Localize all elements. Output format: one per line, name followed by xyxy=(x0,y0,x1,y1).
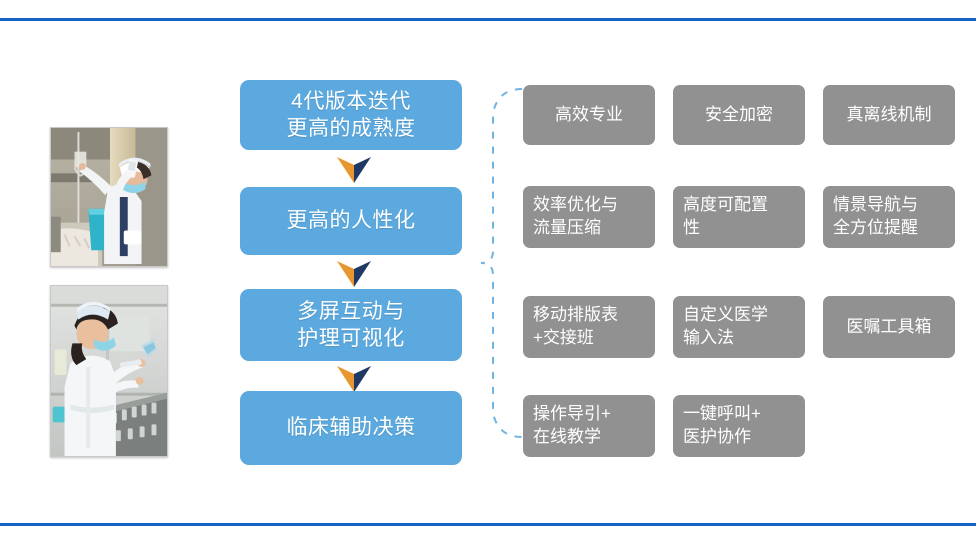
feature-r3c1-label: 移动排版表 +交接班 xyxy=(533,305,618,347)
feature-r1c1[interactable]: 高效专业 xyxy=(523,85,655,145)
dashed-brace-connector xyxy=(478,85,524,441)
photo-nurse-scanning-iv-bag xyxy=(50,127,168,267)
flow-step-3-label: 多屏互动与 护理可视化 xyxy=(297,299,405,350)
feature-r2c3-label: 情景导航与 全方位提醒 xyxy=(833,195,918,237)
feature-r4c2-label: 一键呼叫+ 医护协作 xyxy=(683,404,761,446)
feature-r4c2[interactable]: 一键呼叫+ 医护协作 xyxy=(673,395,805,457)
feature-r1c1-label: 高效专业 xyxy=(555,104,623,124)
feature-r4c1-label: 操作导引+ 在线教学 xyxy=(533,404,611,446)
flow-step-3[interactable]: 多屏互动与 护理可视化 xyxy=(240,289,462,361)
feature-r2c3[interactable]: 情景导航与 全方位提醒 xyxy=(823,186,955,248)
flow-arrow-3-to-4-icon xyxy=(337,366,371,392)
feature-r3c2-label: 自定义医学 输入法 xyxy=(683,305,768,347)
feature-r1c2[interactable]: 安全加密 xyxy=(673,85,805,145)
flow-step-2-label: 更高的人性化 xyxy=(286,209,416,233)
feature-r1c2-label: 安全加密 xyxy=(705,104,773,124)
flow-step-4[interactable]: 临床辅助决策 xyxy=(240,391,462,465)
feature-r3c3[interactable]: 医嘱工具箱 xyxy=(823,296,955,358)
top-divider-rule xyxy=(0,18,976,21)
flow-step-1-label: 4代版本迭代 更高的成熟度 xyxy=(286,89,416,140)
flow-arrow-2-to-3-icon xyxy=(337,261,371,287)
feature-r4c1[interactable]: 操作导引+ 在线教学 xyxy=(523,395,655,457)
feature-r3c1[interactable]: 移动排版表 +交接班 xyxy=(523,296,655,358)
flow-step-4-label: 临床辅助决策 xyxy=(286,416,416,440)
feature-r2c2[interactable]: 高度可配置 性 xyxy=(673,186,805,248)
feature-r3c2[interactable]: 自定义医学 输入法 xyxy=(673,296,805,358)
flow-step-1[interactable]: 4代版本迭代 更高的成熟度 xyxy=(240,80,462,150)
feature-r3c3-label: 医嘱工具箱 xyxy=(846,316,932,336)
feature-r2c1[interactable]: 效率优化与 流量压缩 xyxy=(523,186,655,248)
feature-r2c1-label: 效率优化与 流量压缩 xyxy=(533,195,618,237)
feature-r1c3[interactable]: 真离线机制 xyxy=(823,85,955,145)
flow-arrow-1-to-2-icon xyxy=(337,157,371,183)
flow-step-2[interactable]: 更高的人性化 xyxy=(240,187,462,255)
feature-r1c3-label: 真离线机制 xyxy=(846,104,932,124)
bottom-divider-rule xyxy=(0,523,976,526)
feature-r2c2-label: 高度可配置 性 xyxy=(683,195,768,237)
photo-nurse-preparing-medication xyxy=(50,285,168,457)
